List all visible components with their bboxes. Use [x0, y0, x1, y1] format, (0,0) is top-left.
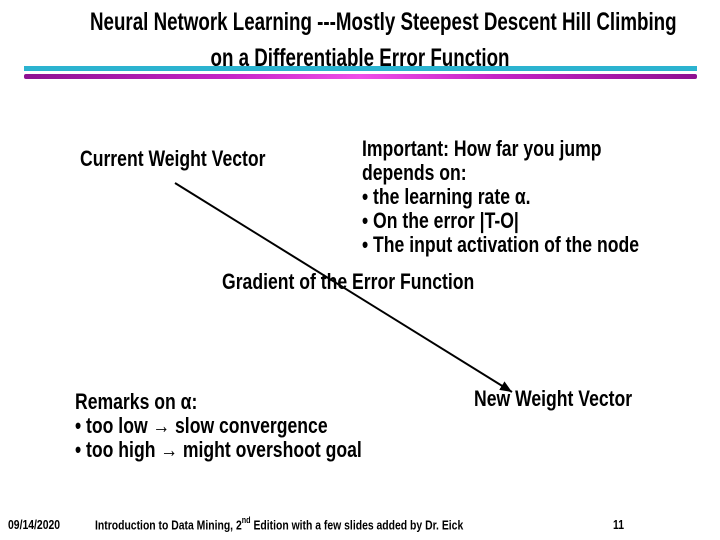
footer-course-post: Edition with a few slides added by Dr. E…	[250, 517, 464, 533]
current-weight-vector-label: Current Weight Vector	[80, 146, 266, 171]
important-note: Important: How far you jump depends on: …	[362, 137, 639, 257]
footer-course-superscript: nd	[241, 515, 251, 525]
remarks-note: Remarks on α: • too low → slow convergen…	[75, 390, 362, 462]
title-divider-magenta-rule	[24, 74, 697, 79]
important-note-line: depends on:	[362, 160, 467, 185]
title-divider-cyan-rule	[24, 66, 697, 71]
footer-page-number: 11	[613, 517, 624, 532]
important-note-bullet: • On the error |T-O|	[362, 208, 519, 233]
remarks-note-bullet: • too high → might overshoot goal	[75, 437, 362, 462]
remarks-note-line: Remarks on α:	[75, 389, 198, 414]
important-note-line: Important: How far you jump	[362, 136, 602, 161]
footer-date: 09/14/2020	[8, 517, 61, 532]
footer-course-title: Introduction to Data Mining, 2nd Edition…	[95, 515, 464, 533]
slide-title-line1: Neural Network Learning ---Mostly Steepe…	[90, 8, 677, 36]
important-note-bullet: • The input activation of the node	[362, 232, 640, 257]
new-weight-vector-label: New Weight Vector	[474, 386, 633, 411]
important-note-bullet: • the learning rate α.	[362, 184, 531, 209]
remarks-note-bullet: • too low → slow convergence	[75, 413, 328, 438]
slide-title: Neural Network Learning ---Mostly Steepe…	[90, 4, 677, 76]
footer-course-pre: Introduction to Data Mining, 2	[95, 517, 242, 533]
gradient-label: Gradient of the Error Function	[222, 269, 475, 294]
